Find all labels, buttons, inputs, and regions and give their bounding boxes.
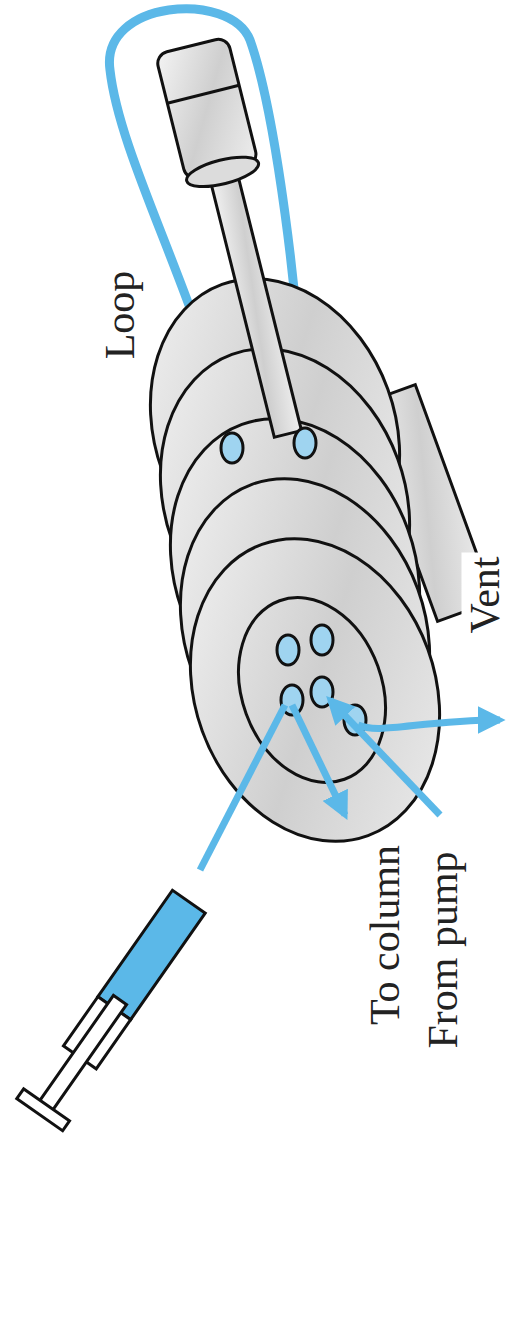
syringe (17, 886, 212, 1131)
valve-port (277, 625, 366, 735)
valve-handle (155, 37, 324, 443)
port-label: Loop (97, 267, 143, 364)
port-label: Vent (461, 553, 507, 638)
loop-port (221, 428, 316, 463)
valve-body (109, 243, 481, 876)
flow-line (200, 700, 500, 870)
port-label: To column (362, 841, 408, 1029)
port-label: From pump (420, 847, 466, 1052)
